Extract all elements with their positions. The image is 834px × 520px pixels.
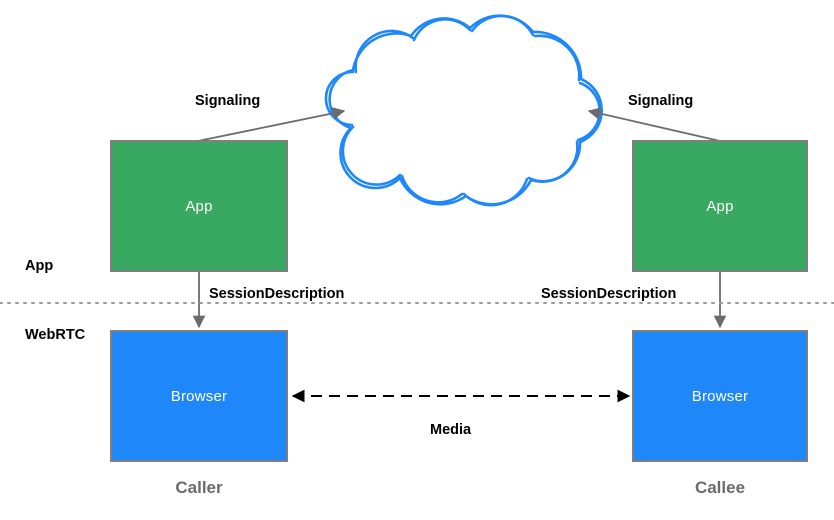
tier-label-webrtc: WebRTC [25, 327, 86, 343]
network-cloud-icon [324, 14, 603, 207]
node-app-right-label: App [706, 197, 734, 215]
node-app-left-label: App [185, 197, 213, 215]
actor-label-callee: Callee [694, 478, 746, 497]
node-browser-left[interactable]: Browser [110, 330, 288, 462]
node-browser-right[interactable]: Browser [632, 330, 808, 462]
edge-label-signaling-right: Signaling [628, 93, 694, 109]
node-app-left[interactable]: App [110, 140, 288, 272]
edge-label-signaling-left: Signaling [195, 93, 261, 109]
node-browser-right-label: Browser [691, 387, 749, 405]
edge-signaling-left [197, 107, 346, 142]
edge-label-sessiondescription-left: SessionDescription [209, 286, 345, 302]
edge-label-media: Media [430, 422, 472, 438]
node-app-right[interactable]: App [632, 140, 808, 272]
edge-label-sessiondescription-right: SessionDescription [541, 286, 677, 302]
edge-signaling-right [587, 107, 721, 142]
actor-label-caller: Caller [175, 478, 223, 497]
tier-label-app: App [25, 258, 54, 274]
node-browser-left-label: Browser [170, 387, 228, 405]
